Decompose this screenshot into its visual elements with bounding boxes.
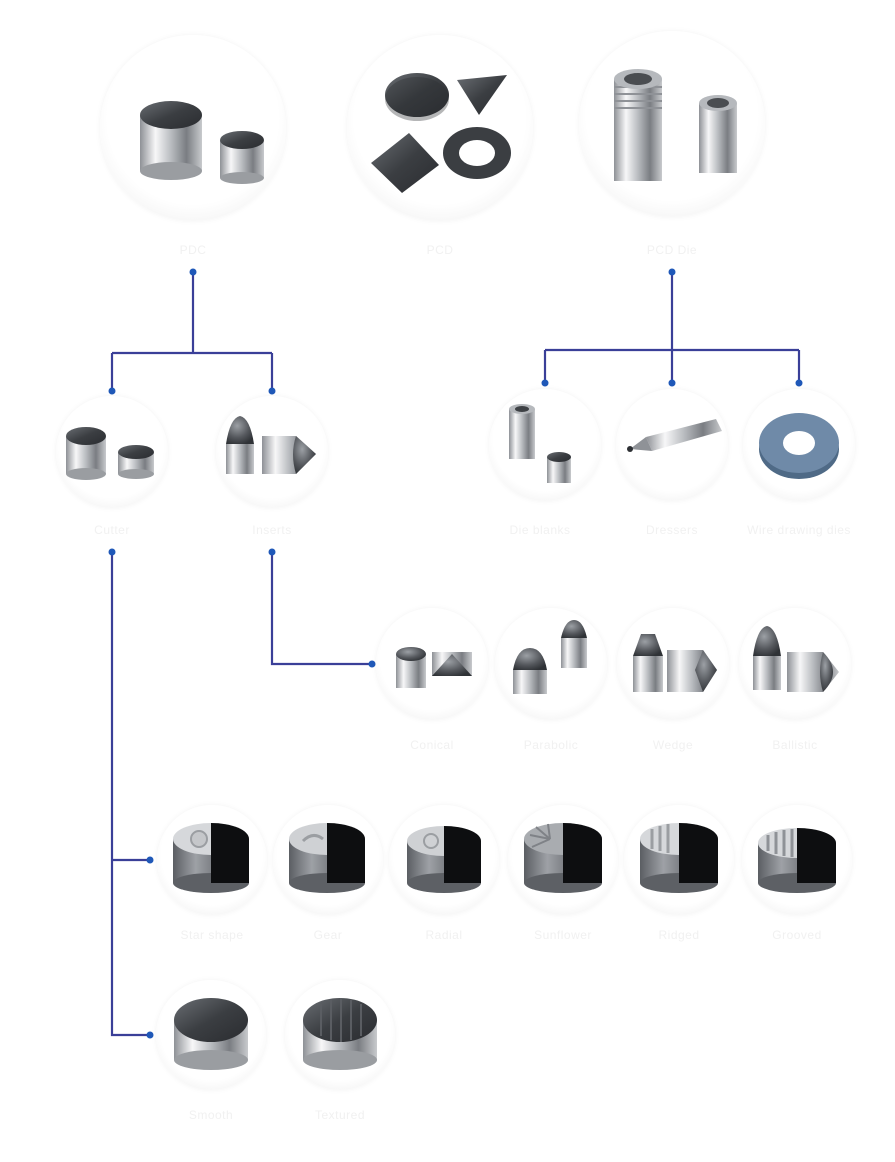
- connector-dot: [108, 548, 116, 556]
- label-dressers: Dressers: [645, 523, 699, 537]
- label-cutters: Cutter: [94, 523, 130, 537]
- label-die-blanks: Die blanks: [509, 523, 571, 537]
- connector-dot: [146, 1031, 154, 1039]
- node-cutter-smooth: [156, 980, 266, 1090]
- connector-dot: [189, 268, 197, 276]
- label-cutter-ridged: Ridged: [658, 928, 700, 942]
- label-wire-drawing-dies: Wire drawing dies: [747, 523, 851, 537]
- radial-cutter-icon: [407, 826, 481, 893]
- node-cutter-ridged: [624, 805, 734, 915]
- gear-cutter-icon: [289, 823, 365, 893]
- connector-dot: [108, 387, 116, 395]
- node-insert-wedge: [617, 608, 729, 720]
- label-cutter-smooth: Smooth: [188, 1108, 234, 1122]
- node-cutter-textured: [285, 980, 395, 1090]
- node-die-blanks: [489, 389, 601, 501]
- diamond-dresser-icon: [627, 419, 722, 452]
- node-pcd: [347, 35, 533, 221]
- label-pcd-die: PCD Die: [646, 243, 698, 257]
- connector-dot: [268, 387, 276, 395]
- connector-pcd-die-branch: [543, 272, 801, 383]
- node-cutters: [56, 396, 168, 508]
- connector-dot: [795, 379, 803, 387]
- die-blank-icon: [614, 69, 737, 181]
- smooth-cutter-icon: [174, 998, 248, 1070]
- connector-dot: [668, 379, 676, 387]
- wire-die-ring-icon: [759, 413, 839, 479]
- conical-insert-icon: [396, 647, 472, 688]
- label-cutter-gear: Gear: [313, 928, 343, 942]
- node-insert-parabolic: [495, 608, 607, 720]
- node-pdc: [100, 35, 286, 221]
- connector-inserts-branch: [270, 552, 372, 666]
- connector-dot: [268, 548, 276, 556]
- label-pcd: PCD: [426, 243, 454, 257]
- ridged-cutter-icon: [640, 823, 718, 893]
- grooved-cutter-icon: [758, 828, 836, 893]
- ballistic-insert-icon: [753, 626, 839, 692]
- parabolic-insert-icon: [513, 620, 587, 694]
- label-insert-wedge: Wedge: [652, 738, 694, 752]
- label-inserts: Inserts: [252, 523, 292, 537]
- star-cutter-icon: [173, 823, 249, 893]
- label-cutter-radial: Radial: [425, 928, 463, 942]
- node-inserts: [216, 396, 328, 508]
- node-insert-ballistic: [739, 608, 851, 720]
- connector-cutters-branch: [110, 552, 150, 1037]
- label-cutter-textured: Textured: [314, 1108, 366, 1122]
- flat-cutter-pair-icon: [66, 427, 154, 480]
- label-cutter-sunflower: Sunflower: [534, 928, 592, 942]
- connector-dot: [146, 856, 154, 864]
- label-insert-parabolic: Parabolic: [523, 738, 579, 752]
- node-cutter-star: [157, 805, 267, 915]
- label-cutter-star: Star shape: [180, 928, 244, 942]
- node-insert-conical: [376, 608, 488, 720]
- wedge-insert-icon: [633, 634, 717, 692]
- node-cutter-radial: [389, 805, 499, 915]
- pdc-cutter-pair-icon: [140, 101, 264, 184]
- node-cutter-gear: [273, 805, 383, 915]
- pcd-shapes-icon: [371, 73, 511, 193]
- connector-pdc-branch: [110, 272, 274, 391]
- dome-insert-pair-icon: [226, 416, 316, 474]
- connector-dot: [368, 660, 376, 668]
- connector-dot: [668, 268, 676, 276]
- label-cutter-grooved: Grooved: [772, 928, 822, 942]
- connector-dot: [541, 379, 549, 387]
- label-insert-ballistic: Ballistic: [772, 738, 818, 752]
- die-tube-icon: [509, 404, 571, 483]
- node-cutter-grooved: [742, 805, 852, 915]
- node-wire-drawing-dies: [743, 389, 855, 501]
- label-insert-conical: Conical: [410, 738, 454, 752]
- sunflower-cutter-icon: [524, 823, 602, 893]
- node-cutter-sunflower: [508, 805, 618, 915]
- node-dressers: [616, 389, 728, 501]
- label-pdc: PDC: [179, 243, 207, 257]
- node-pcd-die: [579, 31, 765, 217]
- textured-cutter-icon: [303, 998, 377, 1070]
